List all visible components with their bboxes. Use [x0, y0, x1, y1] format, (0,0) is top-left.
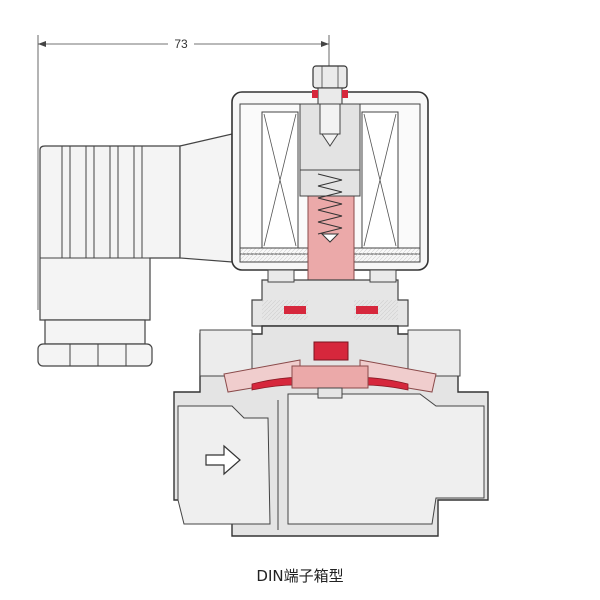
din-connector [37, 133, 233, 367]
top-nut [312, 65, 348, 105]
dimension-line: 73 [37, 35, 330, 310]
pilot-seal [313, 341, 349, 361]
dimension-value: 73 [174, 37, 188, 51]
arrow-right-icon [205, 444, 241, 476]
connector-ribs [61, 146, 143, 258]
spring-icon [317, 173, 343, 235]
diaphragm-assembly [223, 341, 437, 399]
bonnet [251, 269, 409, 327]
diagram-caption: DIN端子箱型 [256, 567, 344, 585]
fixed-core [299, 103, 361, 171]
